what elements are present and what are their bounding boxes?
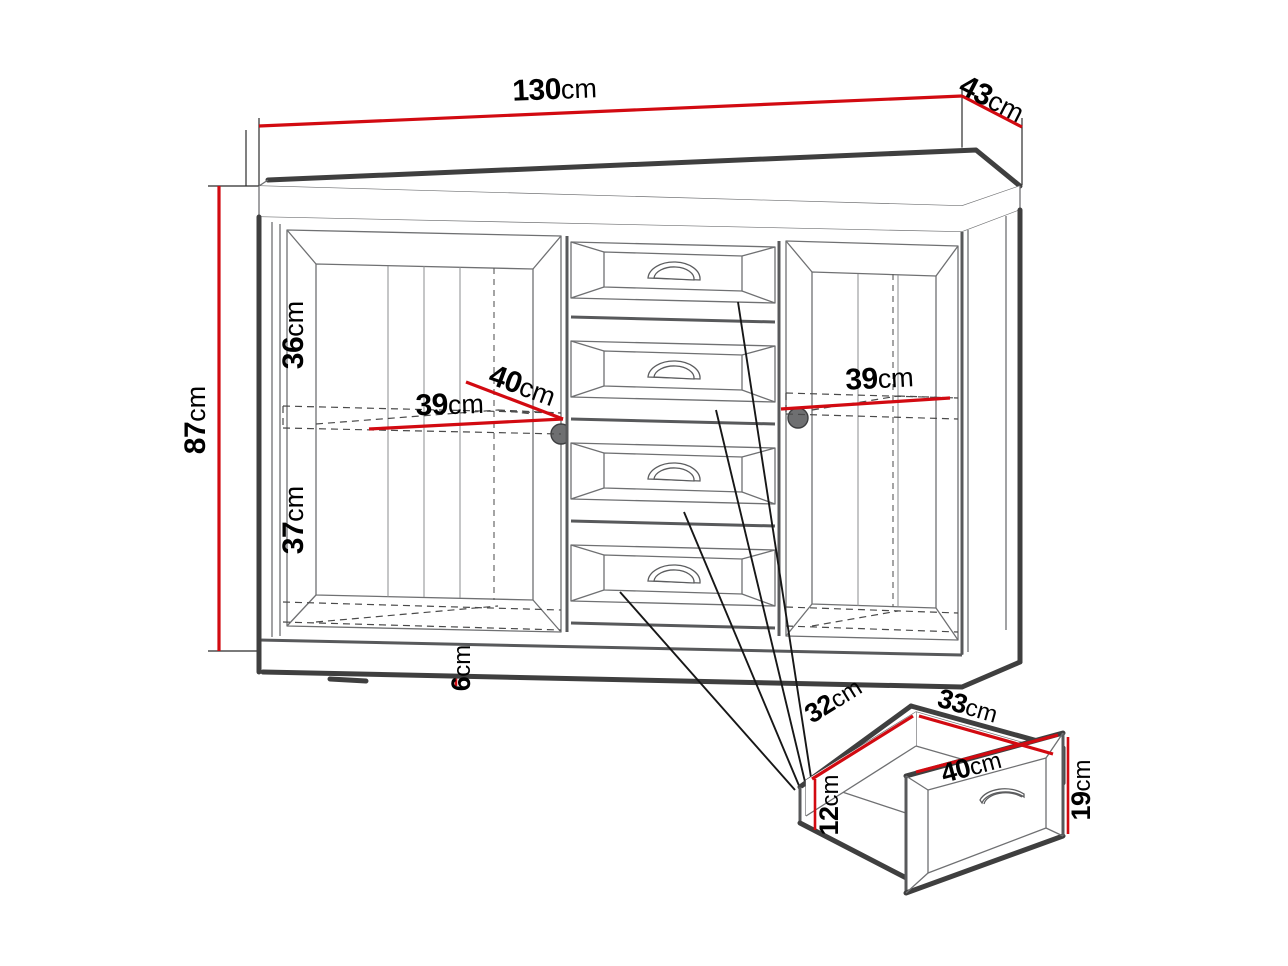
- extension-lines: [208, 88, 1023, 652]
- detail-drawer-cup-pull-arc: [983, 792, 1023, 805]
- drawer-1[interactable]: [570, 241, 776, 304]
- drawer-4-cup-pull-inner: [653, 569, 695, 584]
- detail-leader-lines: [619, 301, 813, 791]
- drawer-1-cup-pull-inner: [653, 266, 695, 281]
- label-drawer-front-19: 19cm: [1066, 759, 1096, 820]
- label-right-shelf-39: 39cm: [844, 360, 914, 397]
- detail-drawer-cup-pull[interactable]: [979, 788, 1025, 805]
- label-drawer-front-40: 40cm: [938, 744, 1005, 789]
- left-interior-shelf: [282, 405, 562, 435]
- leader-drawer-4: [619, 591, 796, 791]
- drawer-3-cup-pull-inner: [653, 467, 695, 482]
- dim-line-left-shelf-39: [368, 417, 564, 431]
- dim-line-width-130: [258, 94, 963, 128]
- dim-line-depth-43: [961, 94, 1023, 129]
- label-left-shelf-39: 39cm: [415, 387, 484, 422]
- dim-line-drawer-32: [811, 714, 914, 781]
- cabinet-top-slab: [258, 147, 1023, 233]
- drawer-4[interactable]: [570, 544, 776, 607]
- left-bottom-hidden: [282, 601, 562, 631]
- dim-line-right-shelf-39: [780, 396, 951, 411]
- shelf-dimension-lines: [368, 380, 951, 431]
- label-depth-43: 43cm: [954, 69, 1030, 129]
- drawer-2-cup-pull-inner: [653, 365, 695, 380]
- leader-drawer-3: [683, 511, 801, 789]
- label-drawer-12: 12cm: [814, 774, 844, 835]
- base-plinth: [256, 631, 1023, 690]
- right-hinged-door[interactable]: [785, 240, 959, 641]
- leader-drawer-1: [737, 301, 813, 785]
- drawer-3[interactable]: [570, 442, 776, 505]
- label-width-130: 130cm: [512, 71, 598, 108]
- label-upper-36: 36cm: [277, 301, 310, 369]
- dim-line-drawer-33: [918, 714, 1054, 756]
- leader-drawer-2: [715, 409, 807, 787]
- label-plinth-6: 6cm: [446, 645, 476, 692]
- right-door-knob[interactable]: [787, 407, 809, 429]
- center-drawer-column: [565, 236, 781, 636]
- dim-line-drawer-40: [915, 733, 1059, 774]
- label-height-87: 87cm: [179, 386, 212, 454]
- drawer-detail-callout: [797, 703, 1070, 896]
- dim-line-left-shelf-40: [465, 380, 564, 421]
- label-lower-37: 37cm: [277, 486, 310, 554]
- right-bottom-hidden: [785, 606, 959, 633]
- drawer-2[interactable]: [570, 340, 776, 403]
- left-hinged-door[interactable]: [286, 229, 572, 633]
- dimension-labels: 130cm 43cm 87cm 36cm 37cm 6cm 39cm 40cm: [179, 69, 1096, 836]
